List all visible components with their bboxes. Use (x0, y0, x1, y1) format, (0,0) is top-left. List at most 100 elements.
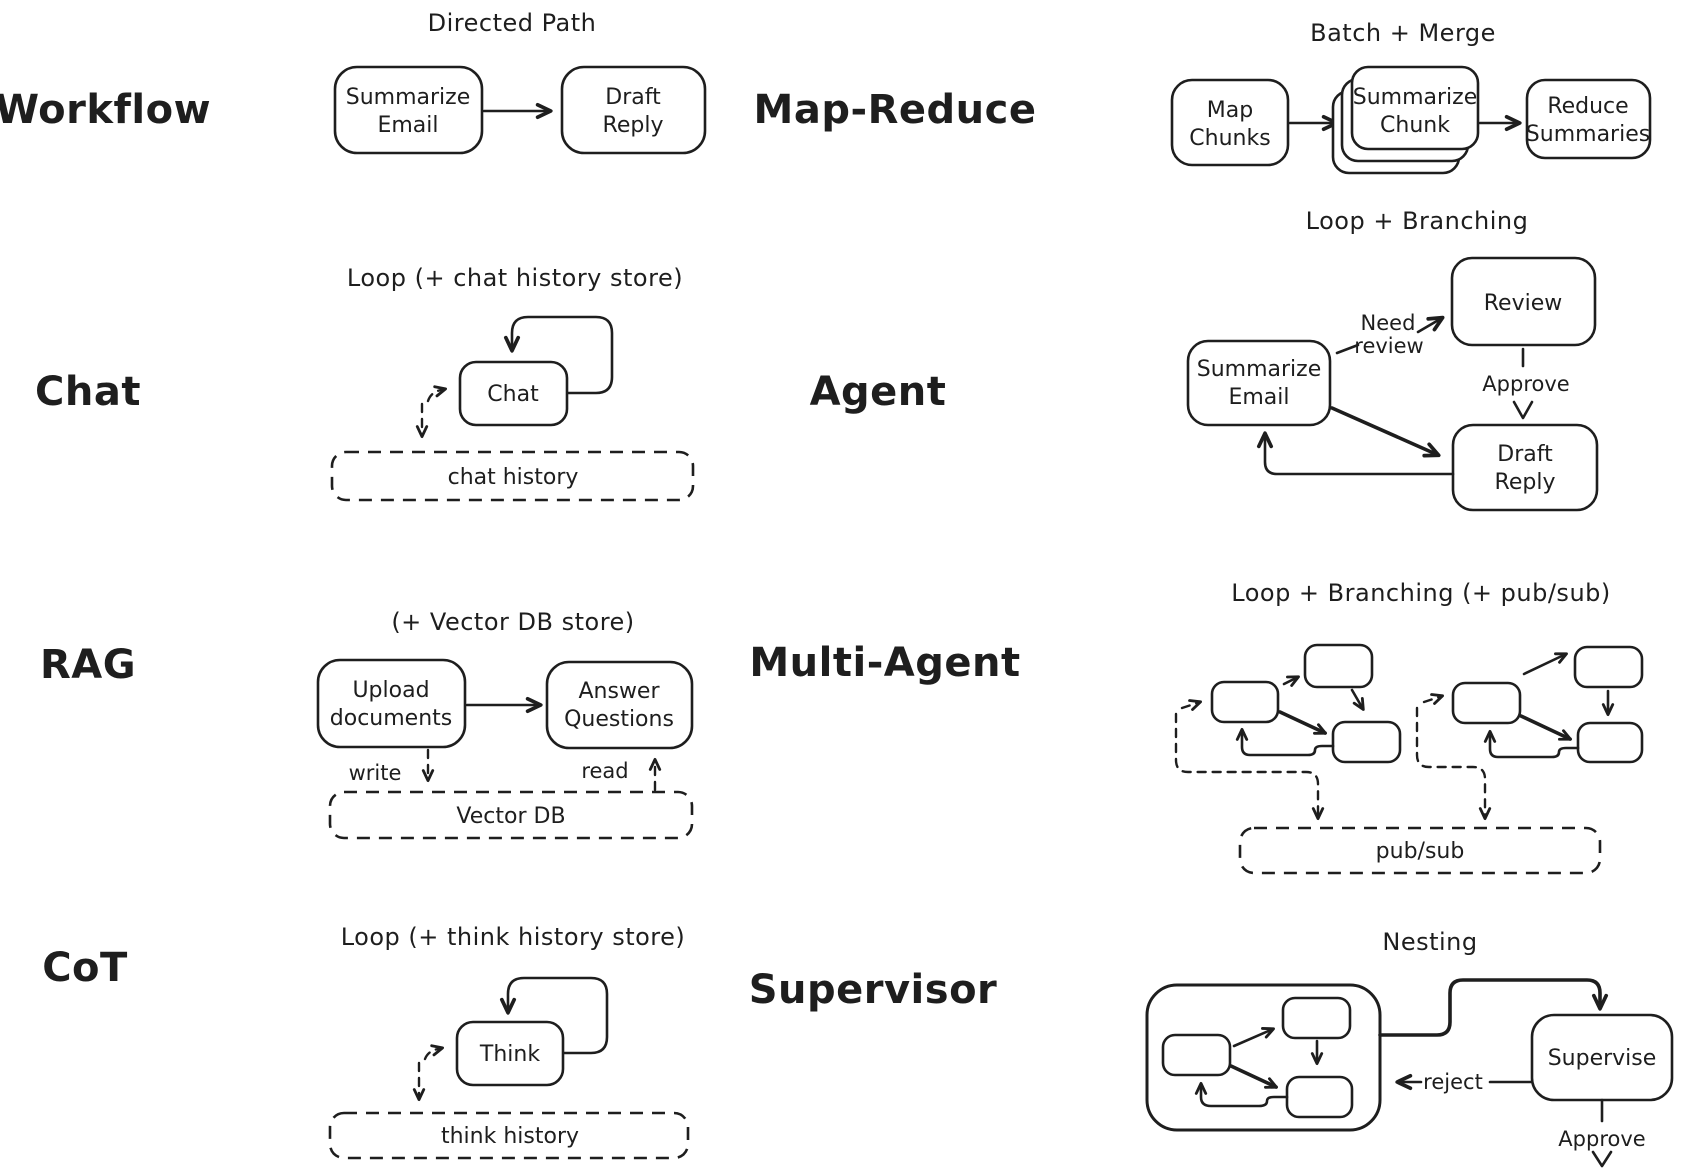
supervisor-pattern-title: Nesting (1382, 928, 1477, 956)
supervisor-approve-arrowhead (1591, 1150, 1613, 1168)
cot-pattern-title: Loop (+ think history store) (341, 923, 686, 951)
workflow-node-summarize-email (333, 65, 484, 155)
supervisor-nested-container (1145, 983, 1382, 1132)
multi-agent-right-sub-arrow (1422, 693, 1444, 705)
supervisor-inner-edge-a-c (1229, 1064, 1278, 1089)
rag-node-answer-questions (545, 660, 694, 750)
chat-node-chat-text: Chat (487, 382, 539, 407)
cot-self-loop-arrow (499, 976, 609, 1055)
rag-node-answer-questions-line2: Questions (564, 707, 674, 732)
agent-approve-arrowhead (1512, 400, 1534, 420)
cot-node-think-text: Think (479, 1042, 540, 1067)
rag-pattern-title: (+ Vector DB store) (391, 608, 634, 636)
agent-edge-approve-label: Approve (1482, 372, 1569, 396)
chat-pattern-title: Loop (+ chat history store) (347, 264, 683, 292)
multi-agent-left-sub-arrow (1180, 699, 1202, 711)
panel-cot: CoT Loop (+ think history store) Think t… (42, 923, 690, 1160)
agent-node-summarize-email (1186, 339, 1332, 427)
multi-agent-right-pub-arrow (1415, 706, 1492, 821)
multi-agent-left-cluster-box-b (1303, 643, 1374, 689)
rag-node-vector-db-text: Vector DB (456, 804, 565, 829)
agent-need-review-edge-start (1335, 343, 1360, 355)
multi-agent-right-cluster-box-a (1451, 681, 1522, 725)
multi-agent-node-pub-sub-text: pub/sub (1376, 839, 1465, 864)
agent-need-review-arrow (1416, 315, 1445, 334)
chat-node-chat (458, 360, 569, 427)
supervisor-node-supervise-text: Supervise (1548, 1046, 1657, 1071)
agent-node-summarize-email-line2: Email (1228, 385, 1289, 410)
chat-node-chat-history (330, 450, 695, 502)
map-reduce-label: Map-Reduce (754, 87, 1037, 133)
multi-agent-right-loop-back (1483, 729, 1580, 759)
panel-rag: RAG (+ Vector DB store) Upload documents… (40, 608, 694, 840)
map-reduce-pattern-title: Batch + Merge (1310, 19, 1496, 47)
agent-node-draft-reply-line2: Reply (1495, 470, 1556, 495)
map-reduce-node-reduce-summaries-line2: Summaries (1526, 122, 1650, 147)
supervisor-label: Supervisor (749, 967, 998, 1013)
supervisor-inner-box-c (1285, 1075, 1354, 1119)
rag-node-upload-documents-line1: Upload (352, 678, 429, 703)
multi-agent-right-cluster-box-c (1576, 721, 1644, 764)
cot-node-think-history (328, 1111, 690, 1160)
map-reduce-node-map-chunks-line2: Chunks (1189, 126, 1270, 151)
multi-agent-left-edge-a-b (1282, 675, 1300, 687)
multi-agent-left-pub-arrow (1174, 712, 1325, 821)
workflow-node-draft-reply-line2: Reply (603, 113, 664, 138)
chat-self-loop-arrow (503, 315, 614, 395)
panel-multi-agent: Multi-Agent Loop + Branching (+ pub/sub)… (749, 579, 1644, 875)
supervisor-inner-edge-a-b (1232, 1027, 1275, 1048)
supervisor-edge-reject-label: reject (1423, 1070, 1483, 1094)
workflow-node-draft-reply (560, 65, 707, 155)
multi-agent-right-cluster-box-b (1573, 645, 1644, 689)
panel-workflow: Workflow Directed Path Summarize Email D… (0, 9, 707, 155)
agent-node-draft-reply (1451, 423, 1599, 512)
rag-node-vector-db (328, 790, 694, 840)
agent-edge-need-review-line1: Need (1361, 311, 1416, 335)
panel-supervisor: Supervisor Nesting Supervise reject Appr… (749, 928, 1674, 1168)
rag-node-answer-questions-line1: Answer (578, 679, 660, 704)
workflow-pattern-title: Directed Path (428, 9, 597, 37)
agent-node-review (1450, 256, 1597, 347)
chat-node-chat-history-text: chat history (448, 465, 579, 490)
multi-agent-node-pub-sub (1238, 826, 1602, 875)
cot-history-read-arrow (423, 1044, 444, 1061)
supervisor-step-connector-arrow (1378, 978, 1609, 1037)
agent-loop-back-arrow (1256, 431, 1455, 476)
agent-node-summarize-email-line1: Summarize (1197, 357, 1322, 382)
agent-node-draft-reply-line1: Draft (1497, 442, 1553, 467)
supervisor-edge-approve-label: Approve (1558, 1127, 1645, 1151)
map-reduce-node-map-chunks-line1: Map (1207, 98, 1253, 123)
supervisor-inner-box-a (1161, 1033, 1232, 1077)
multi-agent-pattern-title: Loop + Branching (+ pub/sub) (1231, 579, 1611, 607)
rag-edge-read-label: read (581, 759, 628, 783)
chat-history-read-arrow (426, 385, 447, 403)
panel-map-reduce: Map-Reduce Batch + Merge Map Chunks Summ… (754, 19, 1652, 175)
cot-label: CoT (42, 945, 128, 991)
cot-node-think (455, 1020, 565, 1087)
rag-edge-write-label: write (349, 761, 402, 785)
multi-agent-label: Multi-Agent (749, 640, 1020, 686)
map-reduce-node-summarize-chunk-line1: Summarize (1353, 85, 1478, 110)
agent-draft-arrow (1330, 406, 1441, 458)
workflow-node-summarize-email-line1: Summarize (346, 85, 471, 110)
multi-agent-left-cluster-box-c (1331, 720, 1402, 764)
multi-agent-right-edge-a-c (1519, 714, 1572, 741)
workflow-node-draft-reply-line1: Draft (605, 85, 661, 110)
agent-edge-need-review-line2: review (1354, 334, 1423, 358)
multi-agent-right-edge-a-b (1522, 652, 1568, 676)
cot-node-think-history-text: think history (441, 1124, 579, 1149)
workflow-node-summarize-email-line2: Email (377, 113, 438, 138)
panel-agent: Agent Loop + Branching Review Summarize … (810, 207, 1599, 512)
rag-label: RAG (40, 642, 136, 688)
multi-agent-left-cluster-box-a (1210, 680, 1280, 724)
map-reduce-node-reduce-summaries-line1: Reduce (1547, 94, 1628, 119)
map-reduce-node-summarize-chunk (1350, 65, 1480, 151)
map-reduce-node-map-chunks (1170, 78, 1290, 167)
agent-node-review-text: Review (1484, 291, 1563, 316)
agent-pattern-title: Loop + Branching (1306, 207, 1529, 235)
rag-node-upload-documents (316, 658, 467, 749)
supervisor-inner-box-b (1281, 996, 1352, 1040)
workflow-label: Workflow (0, 87, 211, 133)
